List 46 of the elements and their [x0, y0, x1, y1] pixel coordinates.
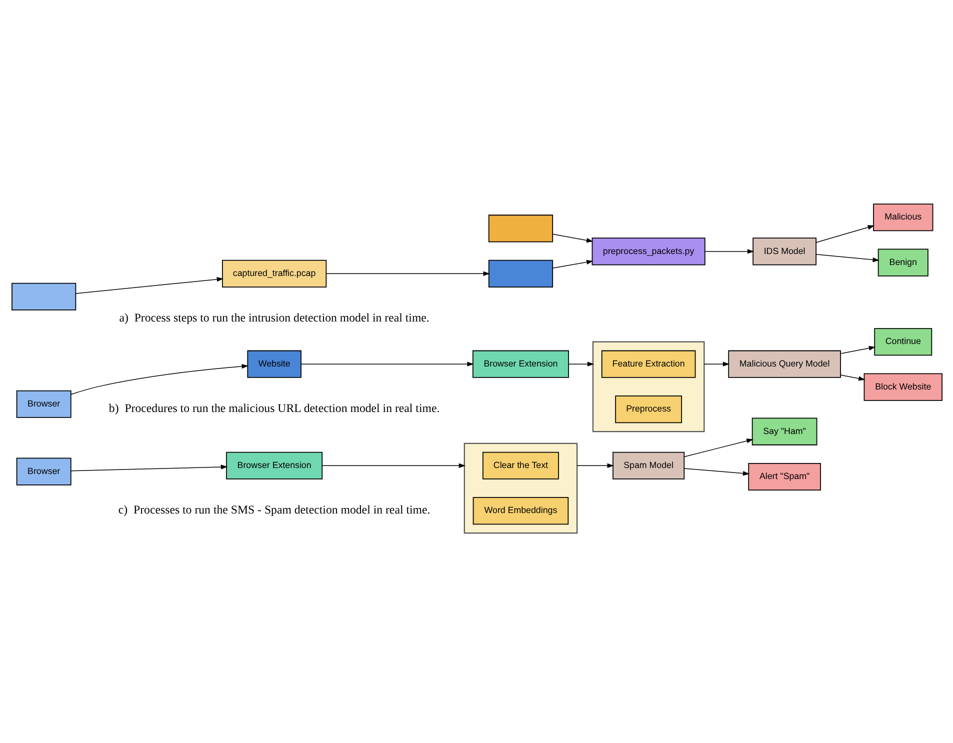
node-box: captured_traffic.pcap — [222, 260, 326, 288]
node-box: Browser Extension — [472, 350, 568, 378]
node-box: Benign — [877, 248, 928, 276]
arrow — [840, 374, 865, 381]
arrow — [704, 249, 754, 254]
node-box: Alert "Spam" — [748, 462, 820, 491]
arrow — [815, 225, 874, 243]
label: c) Processes to run the SMS - Spam detection model in real time. — [118, 502, 430, 517]
node-box: IDS Model — [752, 238, 816, 266]
cluster — [463, 442, 578, 534]
arrow — [815, 254, 879, 262]
label: b) Procedures to run the malicious URL detection model in real time. — [108, 401, 440, 416]
arrow — [552, 234, 593, 243]
arrow — [552, 260, 593, 269]
node-box: Browser — [16, 390, 71, 418]
node-box: Continue — [874, 328, 932, 356]
node-box — [488, 214, 553, 242]
node-box: Word Embeddings — [472, 497, 568, 525]
node-box: Feature Extraction — [600, 350, 696, 378]
node-box: Preprocess — [614, 396, 682, 424]
node-box: Website — [246, 350, 301, 378]
arrow — [70, 364, 248, 395]
arrow — [840, 346, 876, 354]
node-box: Malicious — [872, 204, 933, 232]
arrow — [703, 362, 730, 366]
node-box: Spam Model — [612, 452, 684, 480]
arrow — [70, 464, 228, 472]
node-box: Clear the Text — [482, 452, 558, 480]
node-box: Say "Ham" — [751, 418, 817, 446]
node-box: Malicious Query Model — [728, 350, 840, 378]
node-box: preprocess_packets.py — [591, 238, 705, 266]
node-box: Browser — [16, 458, 71, 486]
node-box — [488, 260, 553, 288]
arrow — [75, 277, 224, 294]
arrow — [568, 362, 594, 366]
arrow — [326, 271, 490, 276]
arrow — [576, 463, 614, 468]
node-box — [11, 282, 76, 310]
arrow — [683, 438, 753, 458]
label: a) Process steps to run the intrusion detection model in real time. — [118, 310, 429, 325]
arrow — [683, 468, 750, 476]
cluster — [592, 341, 704, 432]
node-box: Block Website — [863, 373, 942, 401]
arrow — [321, 463, 466, 468]
node-box: Browser Extension — [226, 452, 322, 480]
arrow — [300, 362, 474, 366]
